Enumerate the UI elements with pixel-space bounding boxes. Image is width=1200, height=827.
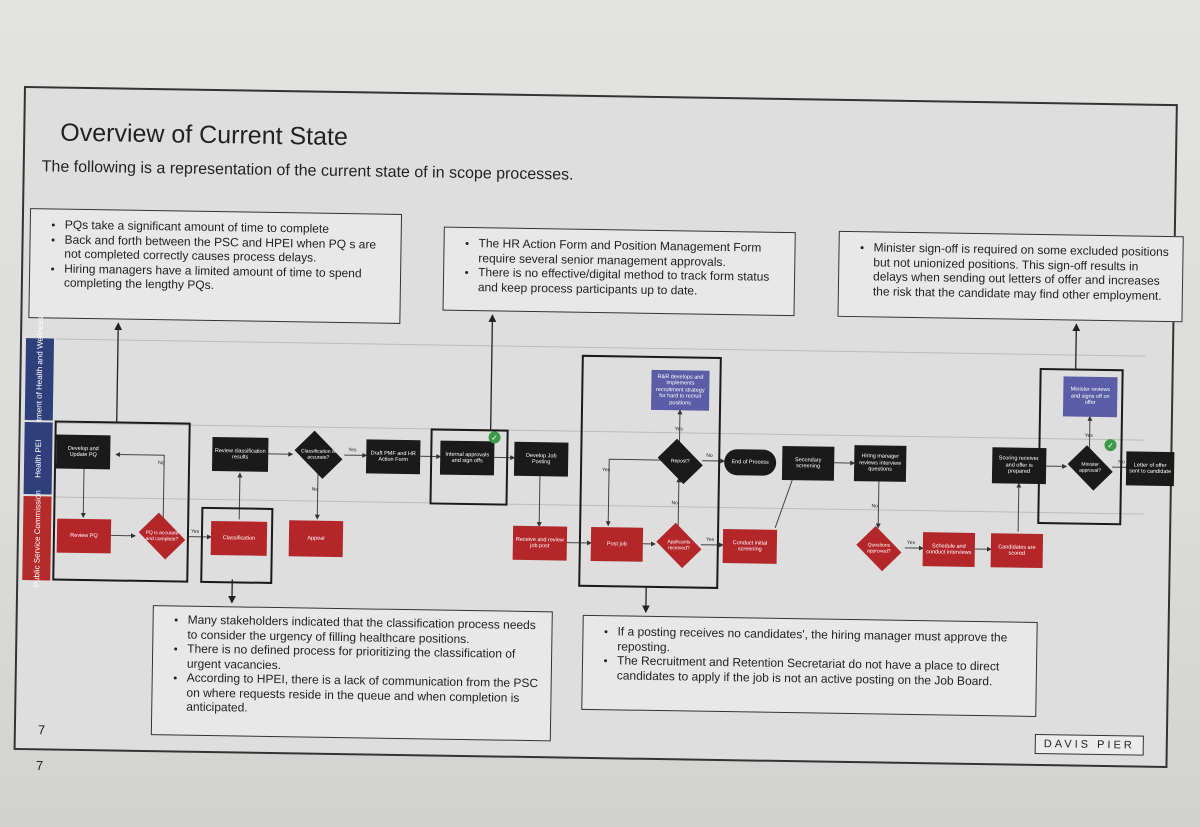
callout-item: Back and forth between the PSC and HPEI …: [64, 232, 394, 266]
label-yes: Yes: [190, 528, 200, 535]
swimlanes: Department of Health and Wellness Health…: [22, 316, 1175, 601]
node-appeal: Appeal: [288, 520, 344, 558]
callout-bottom-right: If a posting receives no candidates', th…: [581, 614, 1038, 717]
node-questions-approved: Questions approved?: [853, 525, 906, 572]
callout-item: The Recruitment and Retention Secretaria…: [617, 653, 1030, 688]
label-yes: Yes: [906, 539, 916, 547]
highlight-frame: [52, 420, 191, 583]
node-end-process: End of Process: [723, 449, 777, 476]
highlight-frame: [578, 354, 722, 589]
node-develop-posting: Develop Job Posting: [513, 441, 569, 477]
highlight-frame: [1037, 367, 1124, 526]
page-title: Overview of Current State: [60, 118, 349, 152]
callout-item: Hiring managers have a limited amount of…: [64, 261, 394, 295]
node-letter-offer: Letter of offer sent to candidate: [1125, 451, 1175, 487]
label-yes: Yes: [348, 447, 357, 454]
callout-item: Minister sign-off is required on some ex…: [873, 240, 1177, 303]
node-hiring-manager-interview: Hiring manager reviews interview questio…: [853, 445, 907, 482]
highlight-frame: [429, 428, 509, 506]
slide: Overview of Current State The following …: [13, 86, 1184, 769]
callout-bottom-left: Many stakeholders indicated that the cla…: [150, 605, 553, 742]
callout-item: There is no effective/digital method to …: [478, 265, 788, 299]
callout-item: According to HPEI, there is a lack of co…: [186, 671, 545, 720]
node-conduct-screening: Conduct initial screening: [722, 529, 778, 564]
node-schedule-interviews: Schedule and conduct interviews: [922, 532, 976, 567]
node-classification-accurate: Classification is accurate?: [290, 430, 347, 479]
node-candidates-scored: Candidates are scored: [990, 533, 1044, 569]
label-no: No: [871, 503, 878, 510]
callout-top-left: PQs take a significant amount of time to…: [28, 208, 403, 324]
node-review-classification: Review classification results: [211, 437, 269, 472]
label-no: No: [311, 486, 319, 493]
callout-top-middle: The HR Action Form and Position Manageme…: [442, 226, 796, 317]
page-subtitle: The following is a representation of the…: [41, 158, 574, 184]
flow-connectors: [80, 409, 1132, 552]
page-number: 7: [36, 758, 44, 773]
node-draft-pmf: Draft PMF and HR Action Form: [365, 439, 421, 475]
node-secondary-screening: Secondary screening: [781, 445, 835, 481]
node-receive-posting: Receive and review job post: [512, 525, 568, 561]
davis-pier-logo: DAVIS PIER: [1034, 733, 1144, 756]
callout-top-right: Minister sign-off is required on some ex…: [837, 230, 1184, 323]
highlight-frame: [200, 506, 274, 584]
slide-page-number: 7: [37, 722, 46, 738]
